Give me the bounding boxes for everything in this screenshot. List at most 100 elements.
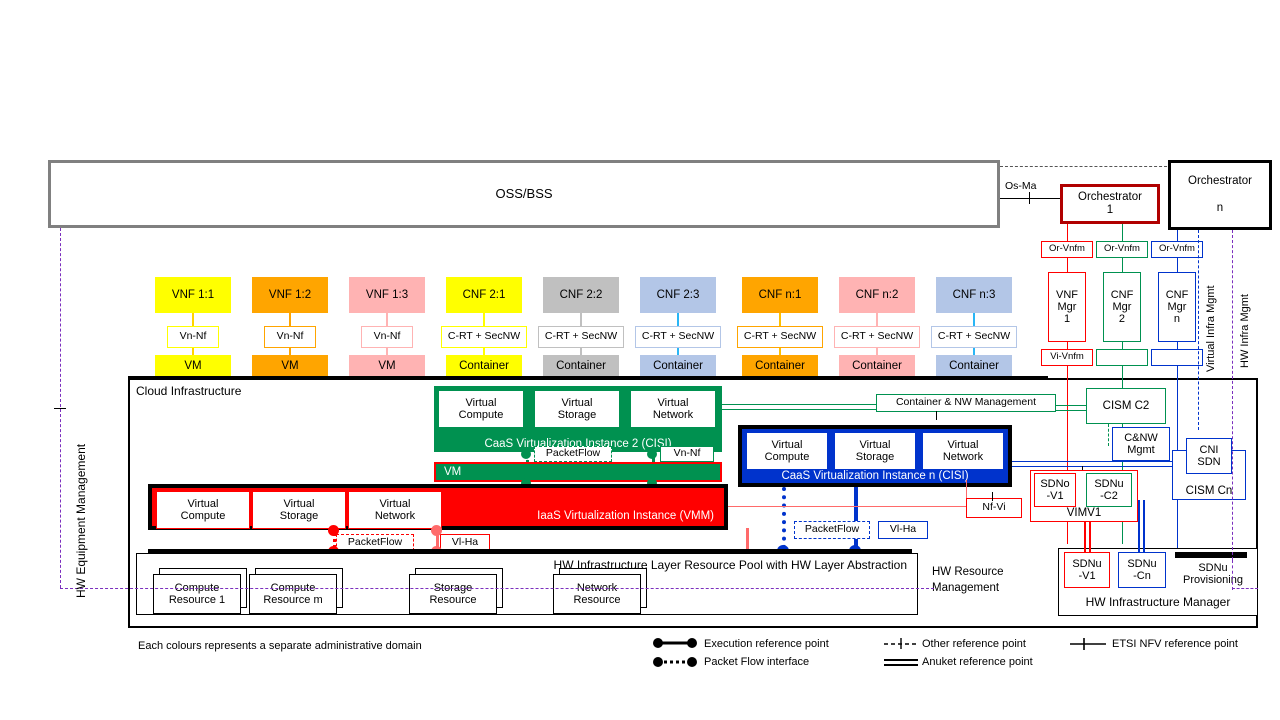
cisi2-vm-label: VM — [444, 466, 462, 478]
vmm-nfvi-line — [728, 506, 968, 507]
vmm-viha-dot-top — [431, 525, 442, 536]
cnf-2-1-execution-env[interactable]: Container — [446, 355, 522, 377]
legend-divider — [128, 626, 1258, 627]
cnf-mgr-n-line-2: n — [1173, 313, 1181, 326]
orchestrator-1-line1: Orchestrator — [1078, 191, 1142, 204]
etsi-nfv-reference-point-icon — [1070, 638, 1106, 650]
cisi2-packetflow-dot-top — [521, 449, 531, 459]
legend-label-execution: Execution reference point — [704, 638, 829, 650]
sdnu-cn-box[interactable]: SDNu-Cn — [1118, 552, 1166, 588]
vnf-1-1-box[interactable]: VNF 1:1 — [155, 277, 231, 313]
cismcn-sdnucn-line2 — [1143, 500, 1145, 552]
vnf-mgr-1-line-0: VNF — [1056, 288, 1078, 301]
cnf-n-2-execution-env[interactable]: Container — [839, 355, 915, 377]
cnf-2-2-reference-point: C-RT + SecNW — [538, 326, 624, 348]
vnf-1-2-execution-env[interactable]: VM — [252, 355, 328, 377]
cnf-n-1-reference-point-label: C-RT + SecNW — [743, 330, 817, 343]
cisin-viha-link — [854, 487, 858, 549]
cnf-n-2-reference-point-label: C-RT + SecNW — [840, 330, 914, 343]
cnf-n-1-execution-env-label: Container — [755, 359, 805, 372]
cnf-mgr-2-bus-line — [1122, 224, 1123, 544]
hw-infrastructure-resource-pool[interactable]: HW Infrastructure Layer Resource Pool wi… — [136, 553, 918, 615]
vnf-1-3-box[interactable]: VNF 1:3 — [349, 277, 425, 313]
hw-infrastructure-manager-label: HW Infrastructure Manager — [1085, 595, 1231, 609]
cismcn-sdnucn-line — [1138, 500, 1140, 552]
cisin-cismcn-line-a — [1012, 461, 1172, 462]
cnf-2-1-box[interactable]: CNF 2:1 — [446, 277, 522, 313]
vnf-1-1-execution-env-label: VM — [184, 359, 202, 372]
cnf-n-3-box[interactable]: CNF n:3 — [936, 277, 1012, 313]
vmm-viha-link-long — [746, 528, 749, 554]
cnf-n-1-label: CNF n:1 — [758, 288, 802, 301]
cnf-mgr-2-vi-vnfm — [1096, 349, 1148, 366]
cnf-n-2-box[interactable]: CNF n:2 — [839, 277, 915, 313]
cnf-mgr-n-vi-vnfm — [1151, 349, 1203, 366]
os-ma-label: Os-Ma — [1004, 180, 1038, 192]
orchestrator-n-box[interactable]: Orchestrator n — [1168, 160, 1272, 230]
anuket-reference-point-icon — [884, 659, 918, 666]
cisin-packetflow-label: PacketFlow — [794, 521, 870, 539]
vnf-1-2-box[interactable]: VNF 1:2 — [252, 277, 328, 313]
vmm-packetflow-link — [333, 528, 336, 554]
hw-abstraction-bar — [148, 549, 912, 556]
cnf-n-1-reference-point: C-RT + SecNW — [737, 326, 823, 348]
cnf-2-2-box[interactable]: CNF 2:2 — [543, 277, 619, 313]
cisi2-label: CaaS Virtualization Instance 2 (CISI) — [484, 438, 672, 450]
oss-bss-label: OSS/BSS — [495, 185, 553, 201]
cisi2-packetflow-dot-bottom — [521, 478, 531, 488]
vi-vnfm-label: Vi-Vnfm — [1050, 351, 1084, 363]
cisin-label: CaaS Virtualization Instance n (CISI) — [781, 470, 969, 482]
oss-bss-box[interactable]: OSS/BSS — [48, 160, 1000, 228]
vnf-mgr-1-bus-line — [1067, 224, 1068, 544]
cismc2-cnw-link — [1108, 424, 1109, 446]
cnf-2-1-execution-env-label: Container — [459, 359, 509, 372]
sdnu-v1-box[interactable]: SDNu-V1 — [1064, 552, 1110, 588]
orchestrator-1-box[interactable]: Orchestrator 1 — [1060, 184, 1160, 224]
cisi2-vm-strip[interactable]: VM — [434, 462, 722, 482]
vnf-1-1-execution-env[interactable]: VM — [155, 355, 231, 377]
vmm-viha-link — [436, 528, 439, 554]
cnf-2-3-reference-point-label: C-RT + SecNW — [641, 330, 715, 343]
cnf-2-2-execution-env[interactable]: Container — [543, 355, 619, 377]
cnf-2-3-execution-env-label: Container — [653, 359, 703, 372]
cnf-mgr-2-or-vnfm-label: Or-Vnfm — [1104, 243, 1140, 255]
vnf-1-3-execution-env[interactable]: VM — [349, 355, 425, 377]
cnf-2-1-reference-point-label: C-RT + SecNW — [447, 330, 521, 343]
cnf-2-3-reference-point: C-RT + SecNW — [635, 326, 721, 348]
cnf-2-3-box[interactable]: CNF 2:3 — [640, 277, 716, 313]
cnf-n-1-execution-env[interactable]: Container — [742, 355, 818, 377]
top-admin-dashed-line — [1000, 166, 1172, 167]
cnf-2-3-execution-env[interactable]: Container — [640, 355, 716, 377]
sdno-v1-box[interactable]: SDNo-V1 — [1034, 473, 1076, 507]
legend-label-other: Other reference point — [922, 638, 1026, 650]
vnf-mgr-1-line-1: Mgr — [1057, 300, 1077, 313]
sdnu-c2-box[interactable]: SDNu-C2 — [1086, 473, 1132, 507]
vmm-label: IaaS Virtualization Instance (VMM) — [537, 510, 714, 522]
legend-label-anuket: Anuket reference point — [922, 656, 1033, 668]
cism-c2-box[interactable]: CISM C2 — [1086, 388, 1166, 424]
cnf-n-1-box[interactable]: CNF n:1 — [742, 277, 818, 313]
vimv1-sdnuv1-line2 — [1089, 522, 1091, 552]
virtual-infra-mgmt-vlabel: Virtual Infra Mgmt — [1205, 285, 1217, 372]
cnf-n-3-execution-env[interactable]: Container — [936, 355, 1012, 377]
cnf-2-2-execution-env-label: Container — [556, 359, 606, 372]
cisi2-vnnf-dot-bottom — [647, 478, 657, 488]
